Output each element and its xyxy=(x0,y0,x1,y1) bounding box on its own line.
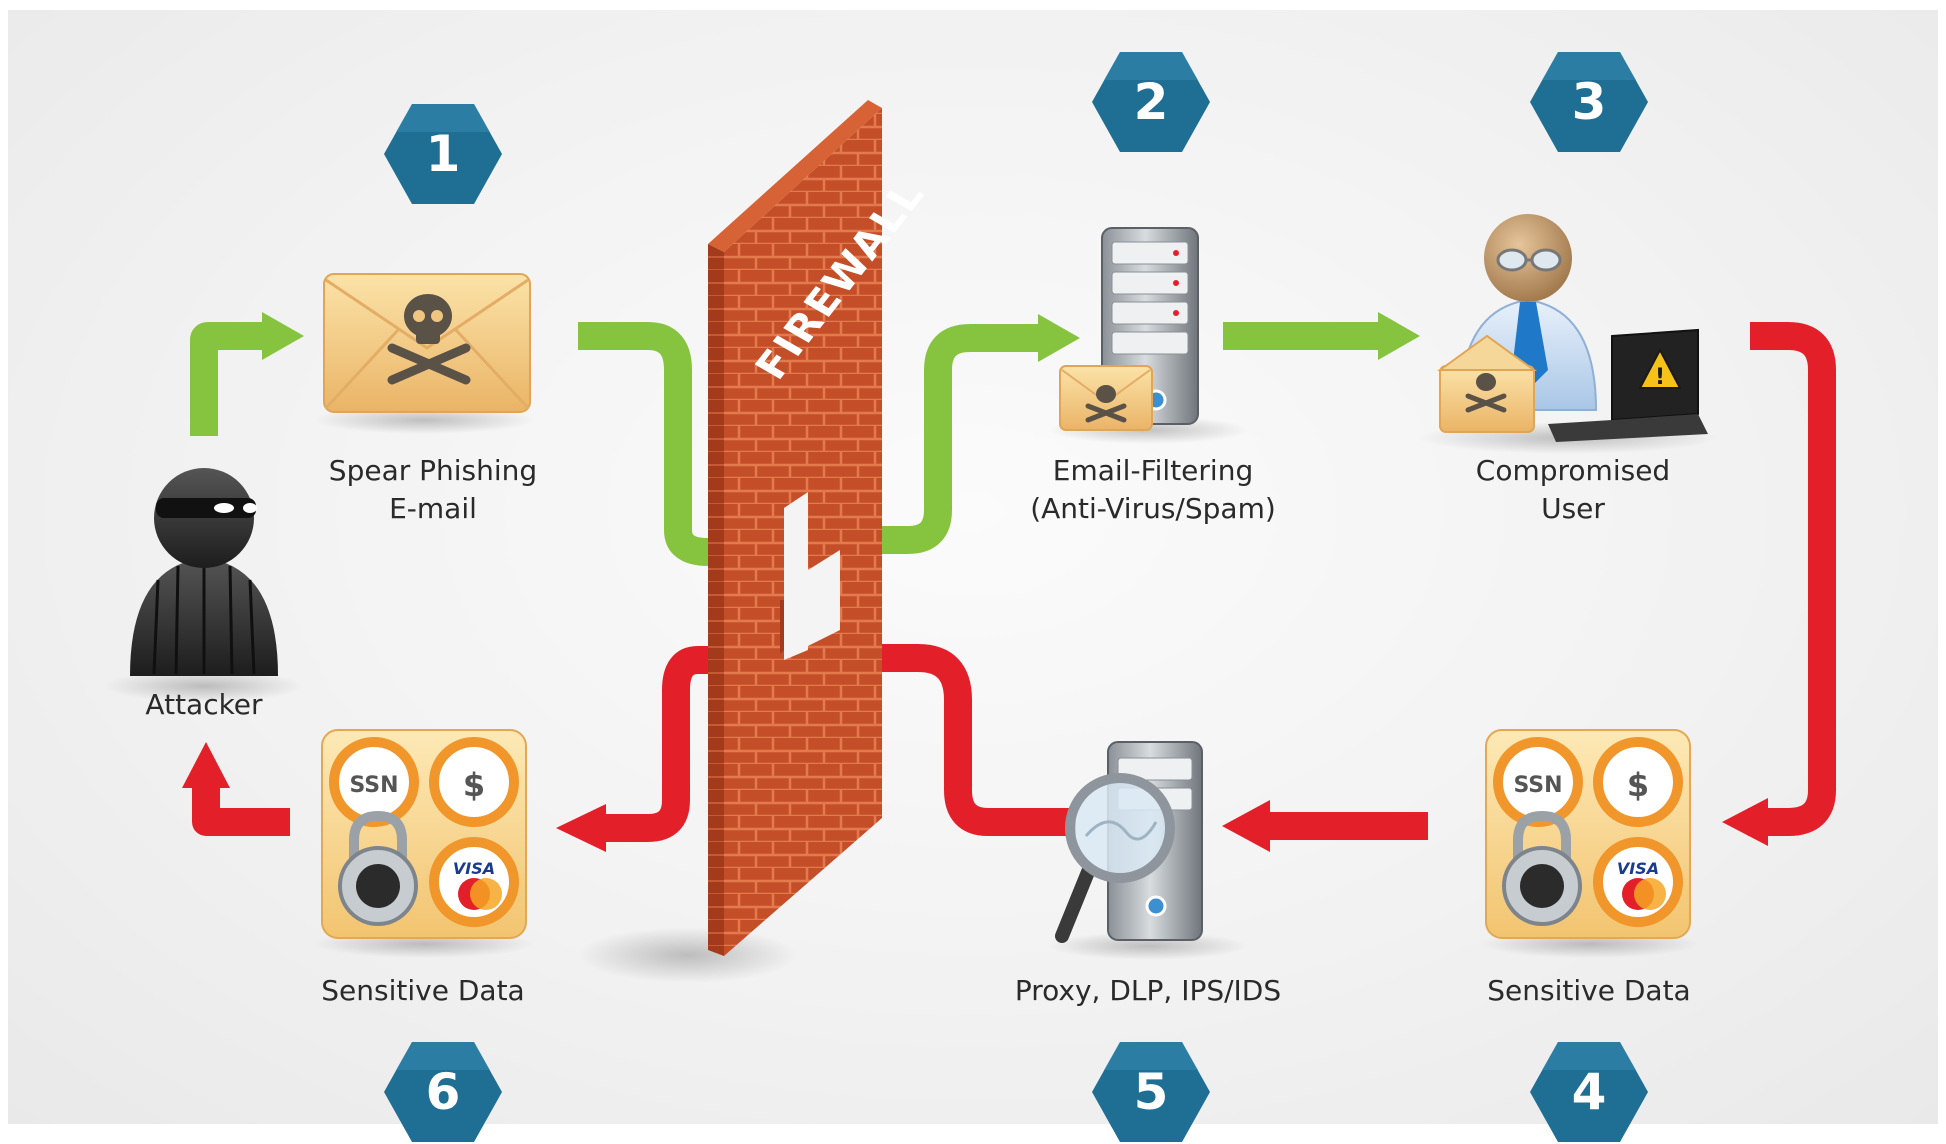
step-badge-3: 3 xyxy=(1528,50,1650,154)
dollar-left-label: $ xyxy=(463,766,485,804)
attacker-to-email-arrow xyxy=(190,322,270,436)
firewall-wall xyxy=(578,100,882,983)
email-filtering-label: Email-Filtering (Anti-Virus/Spam) xyxy=(1008,452,1298,528)
compromised-user-label: Compromised User xyxy=(1448,452,1698,528)
proxy-dlp-label: Proxy, DLP, IPS/IDS xyxy=(1014,974,1282,1007)
attacker-label: Attacker xyxy=(145,688,263,721)
proxy-to-firewall-arrow xyxy=(788,644,1076,836)
outbound-path xyxy=(192,322,1836,842)
firewall-to-data-arrow xyxy=(598,646,712,842)
magnifier-icon xyxy=(1055,773,1175,943)
arrowhead-7 xyxy=(182,742,230,788)
svg-text:!: ! xyxy=(1655,365,1665,390)
arrowhead-5 xyxy=(1222,800,1270,852)
attacker-icon xyxy=(104,468,304,702)
step-badge-5: 5 xyxy=(1090,1040,1212,1144)
skull-icon xyxy=(387,294,471,385)
warning-icon xyxy=(1638,347,1682,389)
arrowhead-2 xyxy=(1038,314,1080,362)
email-filter-server-icon xyxy=(1048,227,1248,444)
ssn-left-label: SSN xyxy=(349,773,398,798)
open-envelope-icon xyxy=(1436,334,1538,433)
visa-right-label: VISA xyxy=(1617,859,1659,878)
attack-flow-diagram: FIREWALL xyxy=(104,100,1836,983)
compromised-user-icon: ! xyxy=(1418,214,1718,454)
laptop-icon: ! xyxy=(1548,328,1708,442)
email-filtering-line1: Email-Filtering xyxy=(1052,454,1254,487)
spear-phishing-line2: E-mail xyxy=(389,492,477,525)
sensitive-data-right-icon xyxy=(1480,729,1700,958)
data-to-attacker-arrow xyxy=(192,780,290,836)
dollar-right-label: $ xyxy=(1627,766,1649,804)
step-badge-4: 4 xyxy=(1528,1040,1650,1144)
spear-phishing-label: Spear Phishing E-mail xyxy=(308,452,558,528)
proxy-server-icon xyxy=(1048,741,1248,960)
compromised-user-line1: Compromised xyxy=(1475,454,1671,487)
step-badge-2: 2 xyxy=(1090,50,1212,154)
inbound-path xyxy=(190,322,1388,566)
firewall-to-filter-arrow xyxy=(788,324,1048,554)
sensitive-data-right-label: Sensitive Data xyxy=(1487,974,1691,1007)
sensitive-data-left-label: Sensitive Data xyxy=(321,974,525,1007)
compromised-user-line2: User xyxy=(1541,492,1605,525)
user-to-data-arrow xyxy=(1748,322,1836,836)
skull-icon-small xyxy=(1085,385,1127,423)
step-badge-1: 1 xyxy=(382,102,504,206)
diagram-canvas: FIREWALL xyxy=(8,10,1938,1142)
email-filtering-line2: (Anti-Virus/Spam) xyxy=(1030,492,1276,525)
arrowhead-3 xyxy=(1378,312,1420,360)
arrowhead-4 xyxy=(1722,798,1768,846)
arrowhead-1 xyxy=(262,312,304,360)
step-badge-6: 6 xyxy=(382,1040,504,1144)
visa-left-label: VISA xyxy=(453,859,495,878)
email-to-firewall-arrow xyxy=(578,322,768,566)
phishing-envelope-icon xyxy=(314,273,534,434)
spear-phishing-line1: Spear Phishing xyxy=(328,454,538,487)
ssn-right-label: SSN xyxy=(1513,773,1562,798)
arrowhead-6 xyxy=(556,804,606,852)
sensitive-data-left-icon xyxy=(314,729,534,958)
